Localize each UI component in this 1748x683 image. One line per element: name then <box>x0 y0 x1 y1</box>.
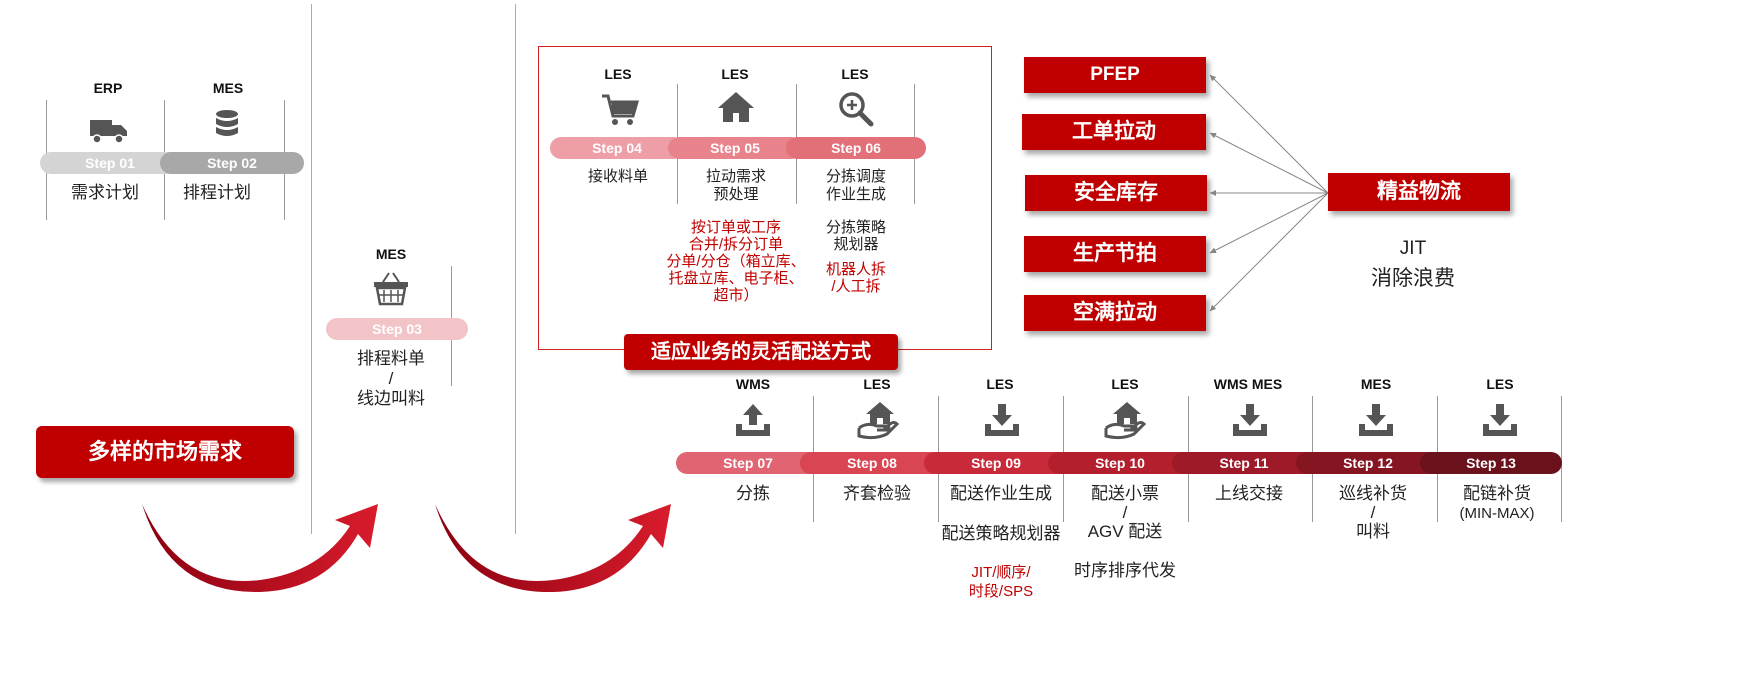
step-05-note-line1: 按订单或工序 <box>690 219 781 236</box>
system-label-mes: MES <box>212 80 244 96</box>
step-10-label-line3: AGV 配送 <box>1087 522 1163 541</box>
system-label-mes: MES <box>1360 376 1392 392</box>
system-label-les: LES <box>721 66 749 82</box>
step-06-pill: Step 06 <box>786 137 926 159</box>
step-06-note-line1: 分拣策略 <box>825 219 886 236</box>
step-06-red-note-line1: 机器人拆 <box>825 261 886 278</box>
database-icon <box>216 110 238 136</box>
step-09-red-note-line1: JIT/顺序/ <box>971 564 1031 581</box>
step-05-note-line4: 托盘立库、电子柜、 <box>668 270 804 287</box>
step-07-label: 分拣 <box>736 484 770 503</box>
step-03-pill: Step 03 <box>326 318 468 340</box>
hand-home-icon <box>857 402 900 440</box>
basket-icon <box>374 272 408 306</box>
step-09-strategy-note: 配送策略规划器 <box>941 524 1061 543</box>
step-10-label-line1: 配送小票 <box>1091 484 1159 503</box>
step-04-label: 接收料单 <box>587 168 648 185</box>
system-label-mes: MES <box>375 246 407 262</box>
hand-home-icon <box>1104 402 1147 440</box>
download-icon <box>1483 404 1517 436</box>
lean-item-work-order-pull: 工单拉动 <box>1022 114 1206 150</box>
step-09-pill: Step 09 <box>924 452 1068 474</box>
flexible-delivery-button: 适应业务的灵活配送方式 <box>624 334 898 370</box>
step-05-note-line2: 合并/拆分订单 <box>688 236 784 253</box>
system-label-les: LES <box>1111 376 1139 392</box>
flow-arrow-icon <box>435 504 671 593</box>
step-03-label-line1: 排程料单 <box>357 349 425 368</box>
step-02-pill: Step 02 <box>160 152 304 174</box>
step-06-note-line2: 规划器 <box>833 236 879 253</box>
step-07-pill: Step 07 <box>676 452 820 474</box>
system-label-wms: WMS <box>735 376 771 392</box>
cart-icon <box>602 94 639 125</box>
step-12-label-line3: 叫料 <box>1356 522 1390 541</box>
system-label-les: LES <box>986 376 1014 392</box>
step-05-label-line2: 预处理 <box>713 186 759 203</box>
lean-item-takt-time: 生产节拍 <box>1024 236 1206 272</box>
system-label-les: LES <box>863 376 891 392</box>
step-11-pill: Step 11 <box>1172 452 1316 474</box>
download-icon <box>1359 404 1393 436</box>
step-03-label-line2: / <box>388 369 394 388</box>
section-divider <box>311 4 312 534</box>
step-12-label-line1: 巡线补货 <box>1339 484 1407 503</box>
step-02-label: 排程计划 <box>183 183 251 202</box>
lean-caption-jit: JIT <box>1399 238 1427 259</box>
step-12-pill: Step 12 <box>1296 452 1440 474</box>
step-06-red-note-line2: /人工拆 <box>831 278 881 295</box>
step-01-pill: Step 01 <box>40 152 180 174</box>
lean-logistics-button: 精益物流 <box>1328 173 1510 211</box>
upload-icon <box>736 404 770 436</box>
system-label-erp: ERP <box>93 80 123 96</box>
step-04-pill: Step 04 <box>550 137 684 159</box>
lean-item-pfep: PFEP <box>1024 57 1206 93</box>
lean-item-safety-stock: 安全库存 <box>1025 175 1207 211</box>
step-10-pill: Step 10 <box>1048 452 1192 474</box>
step-05-pill: Step 05 <box>668 137 802 159</box>
system-label-les: LES <box>604 66 632 82</box>
system-label-les: LES <box>841 66 869 82</box>
download-icon <box>985 404 1019 436</box>
home-icon <box>718 92 754 122</box>
step-06-label-line2: 作业生成 <box>825 186 886 203</box>
lean-connector-lines <box>1209 74 1329 312</box>
lean-item-empty-full-pull: 空满拉动 <box>1024 295 1206 331</box>
step-13-label-line2: (MIN-MAX) <box>1459 505 1535 522</box>
system-label-wms-mes: WMS MES <box>1213 376 1283 392</box>
step-12-label-line2: / <box>1370 503 1376 522</box>
step-09-label: 配送作业生成 <box>950 484 1052 503</box>
search-icon <box>839 92 874 127</box>
step-10-sequence-note: 时序排序代发 <box>1074 561 1176 580</box>
download-icon <box>1233 404 1267 436</box>
step-05-label-line1: 拉动需求 <box>705 168 766 185</box>
system-label-les: LES <box>1486 376 1514 392</box>
section-divider <box>515 4 516 534</box>
step-10-label-line2: / <box>1122 503 1128 522</box>
step-08-pill: Step 08 <box>800 452 944 474</box>
step-09-red-note-line2: 时段/SPS <box>968 583 1034 600</box>
step-06-label-line1: 分拣调度 <box>825 168 886 185</box>
step-11-label: 上线交接 <box>1215 484 1283 503</box>
truck-icon <box>90 120 127 144</box>
step-01-label: 需求计划 <box>71 183 139 202</box>
step-08-label: 齐套检验 <box>843 484 911 503</box>
market-demand-button: 多样的市场需求 <box>36 426 294 478</box>
step-03-label-line3: 线边叫料 <box>357 389 425 408</box>
step-13-label-line1: 配链补货 <box>1463 484 1531 503</box>
lean-caption-waste: 消除浪费 <box>1371 267 1455 290</box>
step-13-pill: Step 13 <box>1420 452 1562 474</box>
flow-arrow-icon <box>142 504 378 593</box>
step-05-note-line3: 分单/分仓（箱立库、 <box>666 253 806 270</box>
step-05-note-line5: 超市） <box>713 287 759 304</box>
